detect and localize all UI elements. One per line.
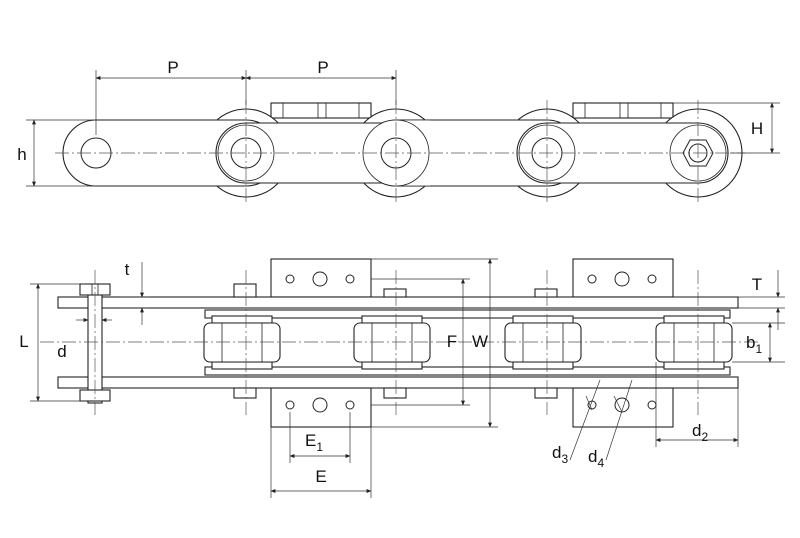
roller-bushing-4 [655,315,733,370]
wing-holes [285,271,657,413]
pitch-label-1: P [167,58,178,77]
width-W-label: W [472,332,488,351]
diameter-d4-label: d4 [588,447,604,470]
outer-plate-top [57,296,739,309]
diameter-d3-label: d3 [552,443,568,466]
height-h-label: h [17,145,26,164]
thickness-T-label: T [752,275,762,294]
roller-bushing-2 [353,315,431,370]
thickness-t-label: t [125,260,130,279]
side-view: P P h H [17,58,780,205]
top-attachment-2 [572,102,674,119]
roller-bushing-3 [504,315,582,370]
spacing-E1-label: E1 [305,431,323,454]
roller-bushing-1 [203,315,281,370]
pitch-label-2: P [317,58,328,77]
length-L-label: L [19,332,28,351]
dimension-F-label: F [447,332,457,351]
height-H-label: H [751,119,763,138]
plan-view: L d t F W T b1 E1 [19,258,785,498]
outer-plate-bottom [57,376,739,389]
diameter-d-label: d [57,342,66,361]
top-attachment-1 [270,102,372,119]
diameter-d2-label: d2 [692,421,708,444]
length-E-label: E [315,467,326,486]
width-b1-label: b1 [746,333,762,356]
